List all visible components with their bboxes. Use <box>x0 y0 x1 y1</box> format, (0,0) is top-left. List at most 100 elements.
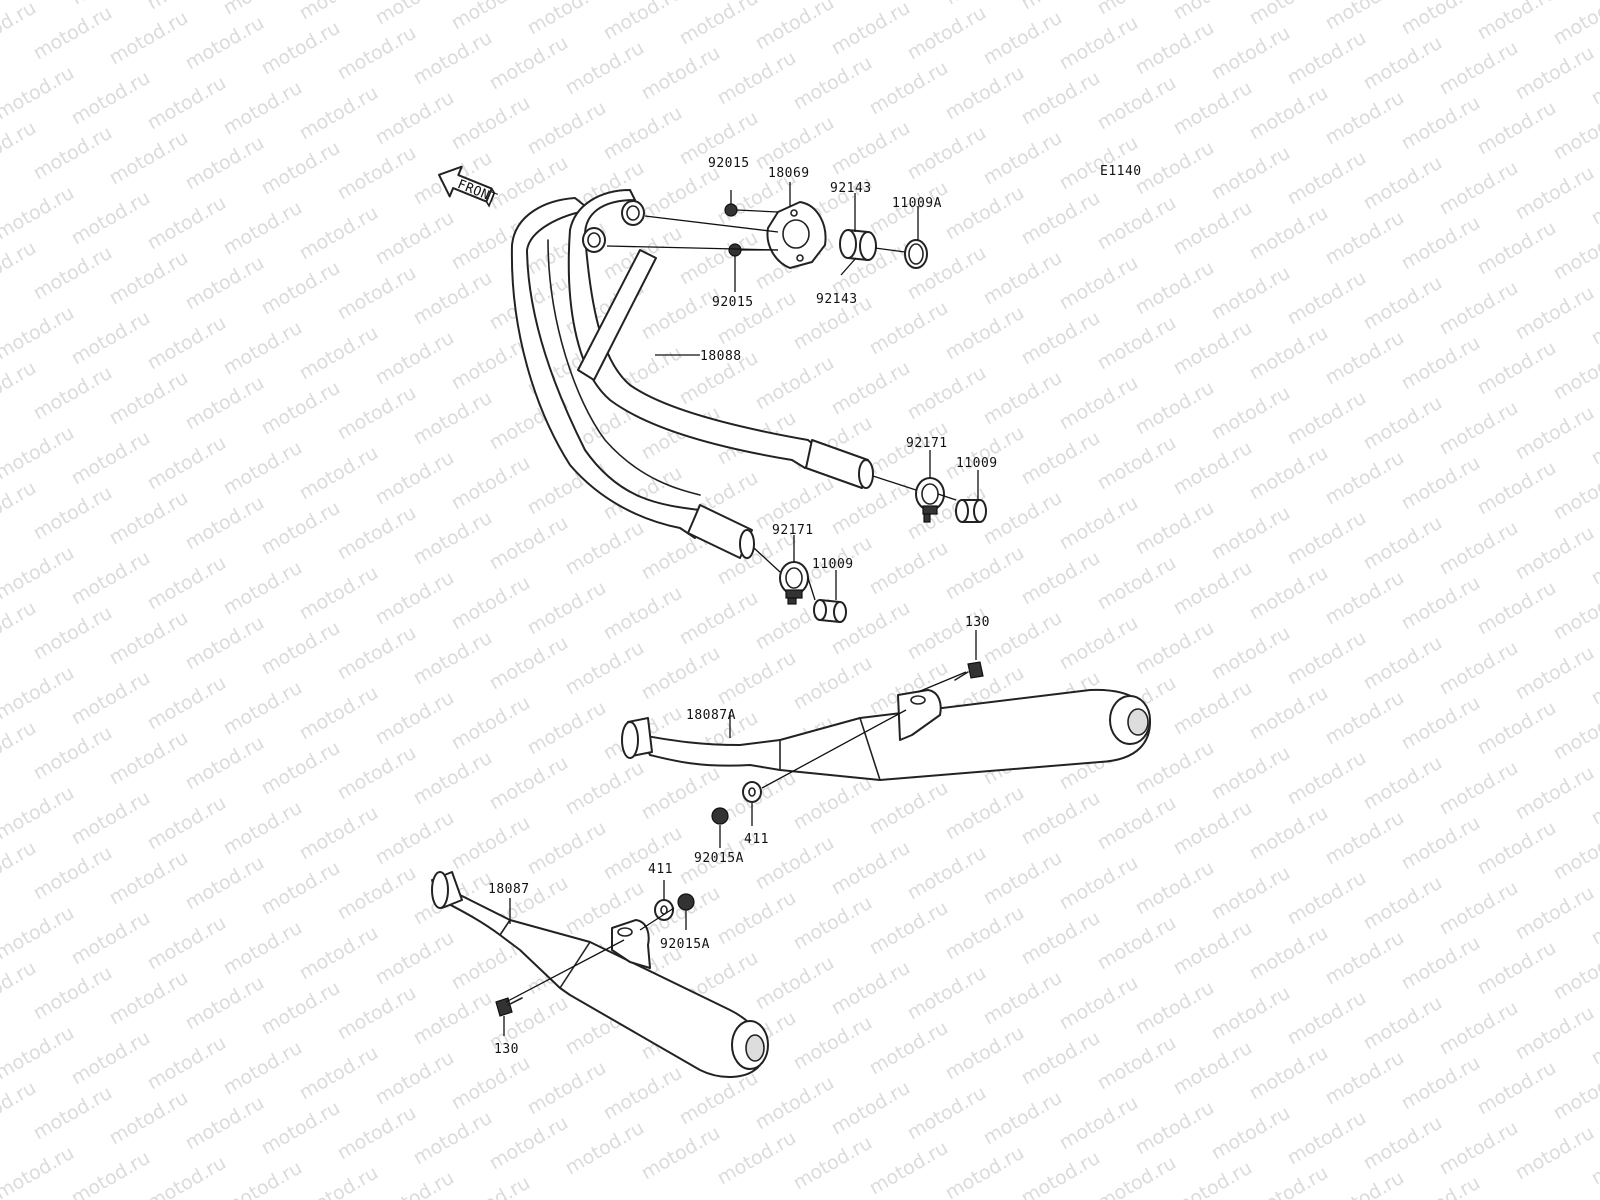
watermark-text: motod.ru <box>562 517 648 580</box>
watermark-text: motod.ru <box>1056 612 1142 675</box>
watermark-text: motod.ru <box>1360 272 1446 335</box>
watermark-text: motod.ru <box>866 897 952 960</box>
watermark-text: motod.ru <box>1094 1152 1180 1200</box>
watermark-text: motod.ru <box>334 1102 420 1165</box>
watermark-text: motod.ru <box>1132 617 1218 680</box>
watermark-text: motod.ru <box>714 647 800 710</box>
watermark-text: motod.ru <box>1094 312 1180 375</box>
watermark-text: motod.ru <box>372 0 458 29</box>
watermark-text: motod.ru <box>1132 737 1218 800</box>
watermark-text: motod.ru <box>1056 1092 1142 1155</box>
watermark-text: motod.ru <box>1056 852 1142 915</box>
watermark-text: motod.ru <box>372 1047 458 1110</box>
watermark-text: motod.ru <box>1398 212 1484 275</box>
watermark-text: motod.ru <box>334 502 420 565</box>
label-11009-left: 11009 <box>812 557 854 572</box>
watermark-text: motod.ru <box>372 807 458 870</box>
watermark-text: motod.ru <box>942 62 1028 125</box>
watermark-text: motod.ru <box>1094 1032 1180 1095</box>
watermark-text: motod.ru <box>30 962 116 1025</box>
gasket-11009-left <box>813 599 847 623</box>
exhaust-header-pipe-18088 <box>510 189 874 559</box>
watermark-text: motod.ru <box>220 437 306 500</box>
watermark-text: motod.ru <box>30 722 116 785</box>
watermark-text: motod.ru <box>1132 377 1218 440</box>
watermark-text: motod.ru <box>182 492 268 555</box>
watermark-text: motod.ru <box>1436 517 1522 580</box>
watermark-text: motod.ru <box>30 122 116 185</box>
watermark-text: motod.ru <box>1436 877 1522 940</box>
watermark-text: motod.ru <box>1132 257 1218 320</box>
watermark-text: motod.ru <box>562 757 648 820</box>
watermark-text: motod.ru <box>30 602 116 665</box>
watermark-text: motod.ru <box>448 92 534 155</box>
label-130-top: 130 <box>965 615 990 630</box>
watermark-text: motod.ru <box>1056 492 1142 555</box>
watermark-text: motod.ru <box>372 87 458 150</box>
watermark-text: motod.ru <box>1246 82 1332 145</box>
watermark-text: motod.ru <box>334 142 420 205</box>
watermark-text: motod.ru <box>1284 27 1370 90</box>
watermark-text: motod.ru <box>600 822 686 885</box>
watermark-text: motod.ru <box>638 762 724 825</box>
watermark-text: motod.ru <box>334 262 420 325</box>
watermark-text: motod.ru <box>220 1037 306 1100</box>
watermark-text: motod.ru <box>372 447 458 510</box>
watermark-text: motod.ru <box>0 542 78 605</box>
watermark-text: motod.ru <box>106 247 192 310</box>
watermark-text: motod.ru <box>1208 1102 1294 1165</box>
watermark-text: motod.ru <box>866 297 952 360</box>
watermark-text: motod.ru <box>448 572 534 635</box>
watermark-text: motod.ru <box>1322 1167 1408 1200</box>
watermark-text: motod.ru <box>1322 567 1408 630</box>
watermark-text: motod.ru <box>68 547 154 610</box>
watermark-text: motod.ru <box>1474 97 1560 160</box>
watermark-text: motod.ru <box>1322 0 1408 34</box>
watermark-text: motod.ru <box>30 482 116 545</box>
watermark-text: motod.ru <box>1094 192 1180 255</box>
watermark-text: motod.ru <box>828 0 914 59</box>
watermark-text: motod.ru <box>600 582 686 645</box>
watermark-text: motod.ru <box>296 922 382 985</box>
label-18088: 18088 <box>700 349 742 364</box>
label-11009-right: 11009 <box>956 456 998 471</box>
watermark-text: motod.ru <box>106 967 192 1030</box>
watermark-text: motod.ru <box>30 2 116 65</box>
watermark-text: motod.ru <box>1056 972 1142 1035</box>
watermark-text: motod.ru <box>752 112 838 175</box>
watermark-text: motod.ru <box>448 812 534 875</box>
watermark-text: motod.ru <box>1208 382 1294 445</box>
watermark-text: motod.ru <box>1360 632 1446 695</box>
watermark-text: motod.ru <box>410 507 496 570</box>
watermark-text: motod.ru <box>410 27 496 90</box>
watermark-text: motod.ru <box>334 742 420 805</box>
watermark-text: motod.ru <box>144 72 230 135</box>
watermark-text: motod.ru <box>980 367 1066 430</box>
watermark-text: motod.ru <box>828 1077 914 1140</box>
watermark-text: motod.ru <box>334 982 420 1045</box>
watermark-text: motod.ru <box>182 372 268 435</box>
watermark-text: motod.ru <box>410 627 496 690</box>
watermark-text: motod.ru <box>372 687 458 750</box>
watermark-text: motod.ru <box>372 207 458 270</box>
watermark-text: motod.ru <box>904 1082 990 1145</box>
nut-92015A-top <box>711 807 729 825</box>
watermark-text: motod.ru <box>1170 437 1256 500</box>
watermark-text: motod.ru <box>1474 817 1560 880</box>
watermark-text: motod.ru <box>1284 387 1370 450</box>
watermark-text: motod.ru <box>1398 572 1484 635</box>
watermark-text: motod.ru <box>1094 432 1180 495</box>
watermark-text: motod.ru <box>1170 677 1256 740</box>
watermark-text: motod.ru <box>1360 512 1446 575</box>
label-18087A: 18087A <box>686 708 736 723</box>
watermark-text: motod.ru <box>1322 807 1408 870</box>
watermark-text: motod.ru <box>372 1167 458 1200</box>
watermark-text: motod.ru <box>1246 0 1332 29</box>
watermark-text: motod.ru <box>0 1022 78 1085</box>
watermark-text: motod.ru <box>144 792 230 855</box>
watermark-text: motod.ru <box>144 312 230 375</box>
watermark-text: motod.ru <box>0 782 78 845</box>
watermark-text: motod.ru <box>1208 502 1294 565</box>
watermark-text: motod.ru <box>866 1137 952 1200</box>
watermark-text: motod.ru <box>372 927 458 990</box>
